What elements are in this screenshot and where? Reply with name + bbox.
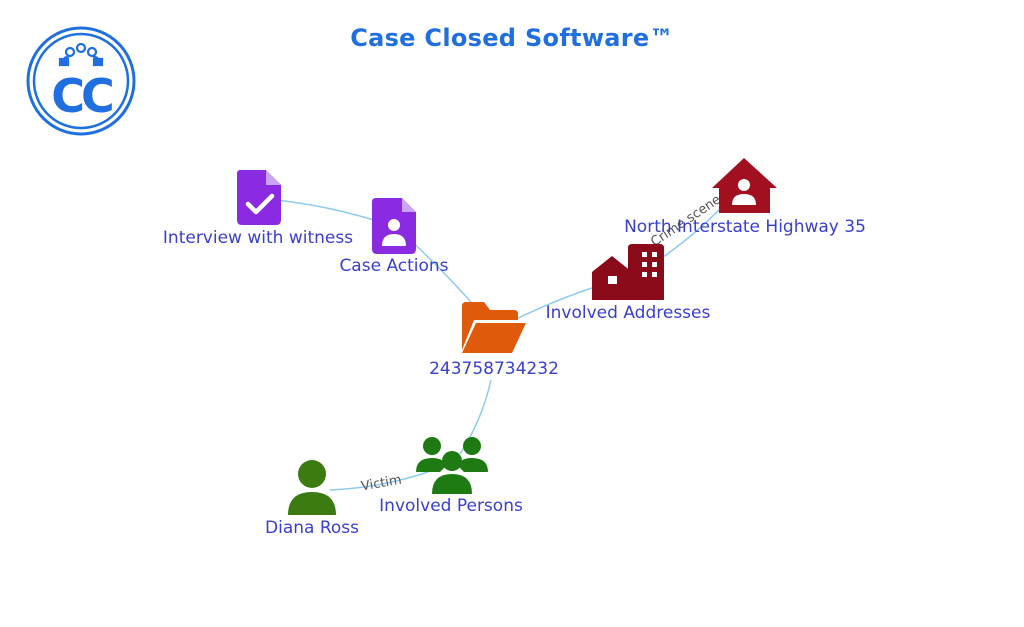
node-label-case: 243758734232 xyxy=(429,359,559,379)
edge-persons-diana xyxy=(329,471,429,491)
logo-letters: CC xyxy=(51,69,112,123)
node-label-case-actions: Case Actions xyxy=(339,256,448,276)
node-label-addresses: Involved Addresses xyxy=(546,303,711,323)
edge-label-victim: Victim xyxy=(360,473,403,495)
node-interview[interactable]: Interview with witness xyxy=(163,170,353,248)
file-check-icon xyxy=(237,170,281,225)
node-label-diana: Diana Ross xyxy=(265,518,359,538)
node-label-interview: Interview with witness xyxy=(163,228,353,248)
edge-case-addresses xyxy=(513,285,599,321)
handcuffs-icon xyxy=(58,42,104,67)
node-label-highway: North Interstate Highway 35 xyxy=(624,217,866,237)
node-case-actions[interactable]: Case Actions xyxy=(339,198,449,276)
city-buildings-icon xyxy=(592,244,664,300)
node-diana[interactable]: Diana Ross xyxy=(265,460,359,538)
users-group-icon xyxy=(416,437,488,494)
edge-interview-case-actions xyxy=(275,199,381,223)
node-persons[interactable]: Involved Persons xyxy=(379,437,523,516)
node-label-persons: Involved Persons xyxy=(379,496,523,516)
node-case[interactable]: 243758734232 xyxy=(429,302,559,379)
house-user-icon xyxy=(712,158,777,213)
folder-open-icon xyxy=(462,302,526,353)
case-closed-logo[interactable]: CC xyxy=(26,26,136,136)
file-user-icon xyxy=(372,198,416,254)
app-title: Case Closed Software™ xyxy=(350,24,674,52)
node-highway[interactable]: North Interstate Highway 35 xyxy=(624,158,866,237)
node-addresses[interactable]: Involved Addresses xyxy=(546,244,711,323)
user-icon xyxy=(288,460,336,515)
